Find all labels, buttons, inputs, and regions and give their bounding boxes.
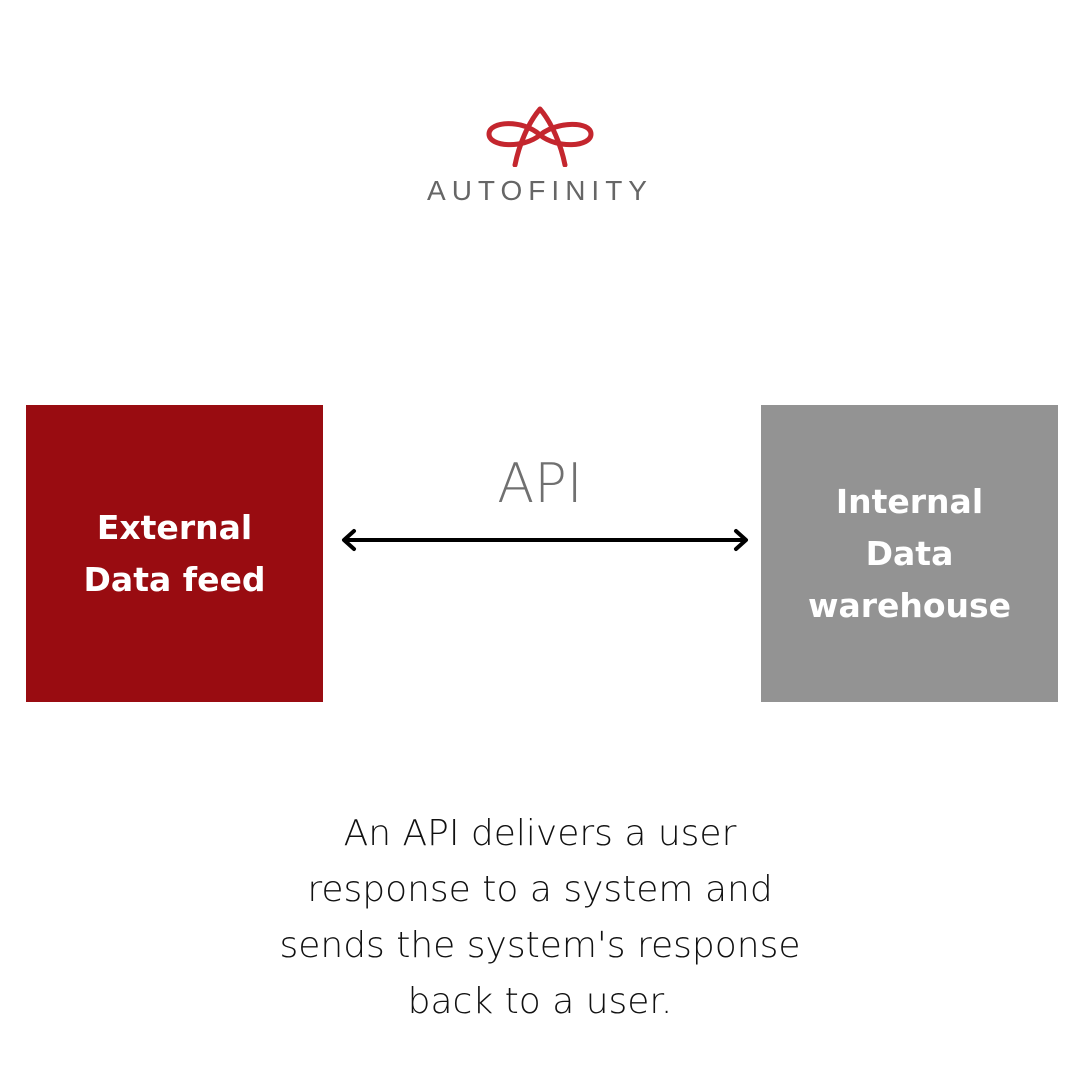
box-label: External [96, 507, 253, 547]
logo-wordmark: AUTOFINITY [427, 175, 653, 206]
box-label: warehouse [807, 585, 1012, 625]
caption-line: back to a user. [407, 981, 673, 1022]
logo-infinity-a-icon [486, 106, 594, 167]
box-label: Internal [835, 481, 984, 521]
api-label: API [497, 452, 583, 515]
box-label: Data [865, 533, 954, 573]
bidirectional-arrow-icon [342, 529, 748, 551]
autofinity-logo: AUTOFINITY [380, 105, 700, 210]
caption: An API delivers a user response to a sys… [240, 806, 840, 1030]
caption-line: sends the system's response [279, 925, 801, 966]
caption-line: response to a system and [307, 869, 773, 910]
caption-line: An API delivers a user [343, 813, 737, 854]
box-label: Data feed [83, 559, 266, 599]
